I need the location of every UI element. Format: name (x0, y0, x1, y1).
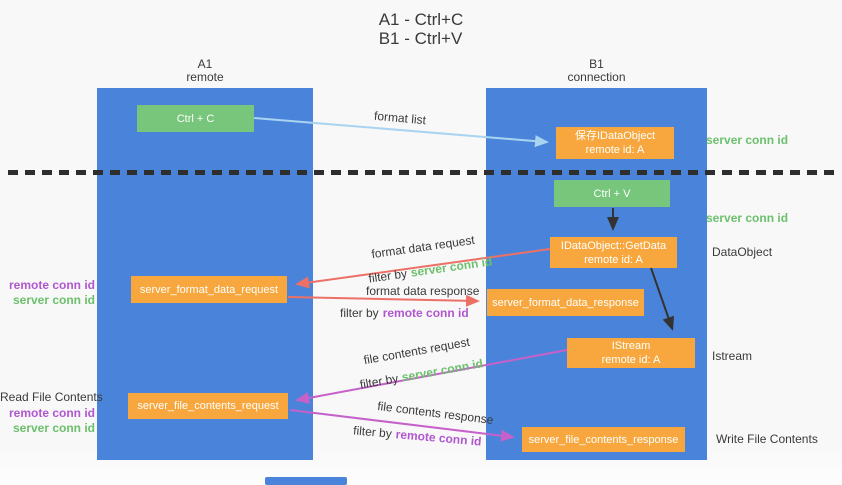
node-file-request-label: server_file_contents_request (137, 400, 279, 412)
remote-conn-id-key: remote conn id (382, 306, 469, 320)
node-save-idataobject-line1: 保存IDataObject (574, 130, 656, 142)
annotation-remote-conn-id-format: remote conn id (8, 278, 95, 292)
edge-label-file-contents-response: file contents response (376, 398, 495, 428)
remote-conn-id-key: remote conn id (395, 427, 483, 449)
node-format-response-label: server_format_data_response (492, 296, 639, 309)
node-server-file-contents-request: server_file_contents_request (128, 393, 288, 419)
node-istream: IStream remote id: A (567, 338, 695, 368)
node-save-idataobject: 保存IDataObject remote id: A (556, 127, 674, 159)
annotation-dataobject: DataObject (712, 245, 773, 259)
lane-b1-subtitle: connection (567, 70, 626, 84)
node-server-format-data-request: server_format_data_request (131, 276, 287, 303)
lane-b1-title: B1 (589, 57, 604, 71)
edge-label-format-data-request: format data request (370, 232, 476, 262)
annotation-istream: Istream (712, 349, 753, 363)
server-conn-id-key: server conn id (400, 356, 484, 385)
node-server-format-data-response: server_format_data_response (487, 289, 644, 316)
node-getdata-line1: IDataObject::GetData (560, 239, 667, 252)
node-file-response-label: server_file_contents_response (528, 433, 679, 446)
node-getdata-line2: remote id: A (584, 253, 643, 266)
server-conn-id-key: server conn id (409, 254, 494, 280)
node-save-idataobject-line2: remote id: A (585, 144, 645, 156)
filter-by-text: filter by (358, 371, 400, 392)
annotation-server-conn-id-top: server conn id (706, 133, 789, 147)
node-istream-line1: IStream (611, 340, 651, 352)
node-ctrl-c-label: Ctrl + C (176, 112, 215, 125)
node-server-file-contents-response: server_file_contents_response (522, 427, 685, 452)
node-ctrl-v: Ctrl + V (554, 180, 670, 207)
node-ctrl-c: Ctrl + C (137, 105, 254, 132)
annotation-read-file-contents: Read File Contents (0, 390, 103, 404)
filter-by-text: filter by (367, 266, 408, 286)
node-istream-line2: remote id: A (601, 354, 661, 366)
lane-a1-title: A1 (197, 57, 213, 71)
annotation-remote-conn-id-file: remote conn id (8, 406, 95, 420)
edge-label-format-list: format list (373, 108, 427, 128)
filter-by-text: filter by (340, 306, 379, 320)
lane-header-a1: A1 remote (97, 58, 313, 84)
annotation-server-conn-id-file: server conn id (12, 421, 95, 435)
title-line-2: B1 - Ctrl+V (378, 29, 463, 48)
annotation-write-file-contents: Write File Contents (716, 432, 818, 446)
filter-by-text: filter by (352, 423, 393, 441)
edge-label-format-data-response: format data response (366, 284, 480, 298)
lane-header-b1: B1 connection (486, 58, 707, 84)
node-ctrl-v-label: Ctrl + V (593, 187, 631, 200)
node-format-request-label: server_format_data_request (139, 283, 279, 296)
phase-separator-dotted-line (8, 170, 835, 175)
lane-a1-subtitle: remote (186, 70, 224, 84)
annotation-server-conn-id-mid: server conn id (706, 211, 789, 225)
title-line-1: A1 - Ctrl+C (378, 10, 464, 29)
diagram-title: A1 - Ctrl+C B1 - Ctrl+V (0, 10, 842, 49)
annotation-server-conn-id-format: server conn id (12, 293, 95, 307)
scrollbar-thumb[interactable] (265, 477, 347, 485)
node-idataobject-getdata: IDataObject::GetData remote id: A (550, 237, 677, 268)
